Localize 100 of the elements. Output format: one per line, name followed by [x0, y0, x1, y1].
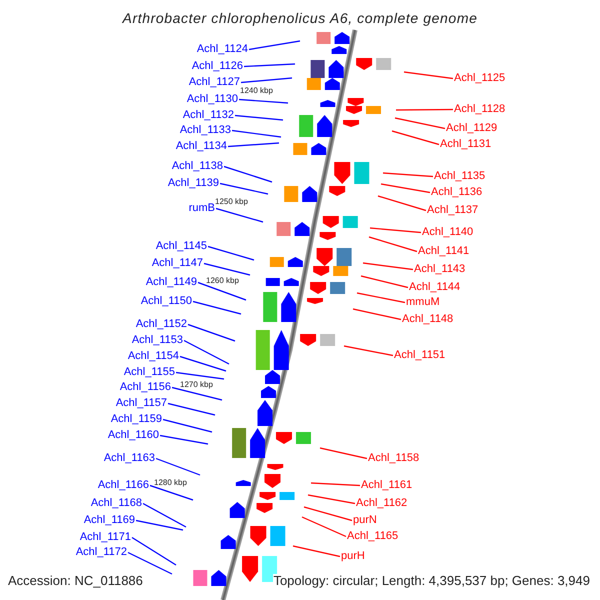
- leader-line: [192, 300, 242, 315]
- leader-line: [132, 537, 176, 566]
- leader-line: [208, 246, 254, 261]
- leader-line: [382, 172, 434, 178]
- leader-line: [156, 458, 200, 476]
- gene-label: Achl_1165: [347, 530, 398, 543]
- leader-line: [142, 502, 186, 528]
- genome-summary-text: Topology: circular; Length: 4,395,537 bp; Genes: 3,949: [273, 574, 590, 588]
- gene-label: Achl_1133: [180, 124, 231, 137]
- leader-line: [232, 130, 282, 138]
- leader-line: [216, 208, 264, 223]
- leader-line: [356, 292, 406, 304]
- gene-label: Achl_1155: [124, 366, 175, 379]
- leader-line: [238, 98, 288, 104]
- gene-label: Achl_1136: [431, 186, 482, 199]
- gene-label: Achl_1148: [402, 313, 454, 326]
- gene-label: Achl_1150: [140, 295, 192, 308]
- leader-line: [160, 434, 208, 445]
- gene-label: Achl_1154: [128, 350, 179, 363]
- leader-line: [362, 262, 414, 270]
- leader-line: [378, 195, 426, 212]
- leader-line: [360, 275, 408, 288]
- leader-line: [224, 166, 272, 183]
- gene-label: purH: [341, 550, 365, 563]
- leader-line: [244, 63, 296, 68]
- leader-line: [344, 345, 394, 356]
- leader-line: [292, 545, 340, 558]
- gene-label: Achl_1131: [440, 138, 492, 151]
- scale-label: 1260 kbp: [206, 276, 239, 285]
- gene-label: Achl_1125: [454, 72, 506, 85]
- leader-line: [220, 182, 268, 195]
- gene-label: Achl_1163: [104, 452, 155, 465]
- leader-line: [392, 130, 440, 146]
- scale-label: 1280 kbp: [154, 478, 187, 487]
- gene-label: Achl_1134: [176, 140, 227, 153]
- leader-line: [304, 506, 352, 522]
- leader-line: [198, 282, 246, 301]
- leader-line: [394, 117, 446, 130]
- gene-label: Achl_1149: [146, 276, 197, 289]
- gene-label: Achl_1143: [414, 263, 466, 276]
- gene-label: Achl_1166: [98, 479, 149, 492]
- gene-label: Achl_1171: [80, 531, 131, 544]
- leader-line: [150, 484, 194, 501]
- gene-label: Achl_1152: [136, 318, 187, 331]
- gene-label: Achl_1129: [446, 122, 498, 135]
- gene-label: rumB: [188, 202, 215, 215]
- leader-line: [302, 516, 346, 538]
- leader-line: [228, 142, 280, 148]
- leader-line: [128, 552, 172, 575]
- gene-label: Achl_1147: [152, 257, 203, 270]
- gene-label: Achl_1161: [361, 479, 412, 492]
- leader-line: [180, 356, 226, 372]
- gene-label: Achl_1168: [90, 497, 142, 510]
- gene-label: Achl_1144: [409, 281, 460, 294]
- leader-line: [310, 482, 360, 486]
- gene-label: Achl_1132: [182, 109, 234, 122]
- gene-label: Achl_1145: [156, 240, 207, 253]
- leader-line: [176, 372, 224, 380]
- leader-line: [396, 108, 453, 111]
- scale-label: 1240 kbp: [240, 86, 273, 95]
- gene-label: Achl_1135: [434, 170, 486, 183]
- gene-label: Achl_1156: [120, 381, 171, 394]
- leader-line: [240, 77, 292, 84]
- gene-label: Achl_1140: [422, 226, 474, 239]
- gene-label: Achl_1153: [132, 334, 183, 347]
- accession-text: Accession: NC_011886: [8, 574, 143, 588]
- gene-label: Achl_1127: [188, 76, 240, 89]
- gene-label: Achl_1160: [108, 429, 159, 442]
- leader-line: [404, 71, 454, 80]
- gene-label: Achl_1137: [427, 204, 478, 217]
- gene-label: Achl_1138: [172, 160, 223, 173]
- gene-label: Achl_1141: [418, 245, 470, 258]
- leader-line: [234, 114, 284, 121]
- leader-line: [248, 40, 300, 50]
- leader-line: [188, 324, 236, 342]
- gene-label: Achl_1128: [454, 103, 506, 116]
- gene-label: mmuM: [406, 296, 440, 309]
- gene-label: Achl_1158: [368, 452, 420, 465]
- leader-line: [204, 262, 250, 276]
- gene-label: Achl_1130: [186, 93, 238, 106]
- leader-line: [368, 236, 418, 252]
- scale-label: 1270 kbp: [180, 380, 213, 388]
- leader-line: [308, 494, 356, 504]
- gene-label: Achl_1159: [110, 413, 162, 426]
- gene-label: Achl_1169: [84, 514, 135, 527]
- leader-line: [352, 308, 402, 320]
- gene-label: Achl_1151: [394, 349, 446, 362]
- leader-line: [370, 227, 422, 234]
- gene-label: Achl_1157: [116, 397, 167, 410]
- leader-line: [162, 418, 212, 433]
- gene-label: Achl_1139: [168, 177, 219, 190]
- leader-line: [172, 386, 222, 401]
- gene-label: Achl_1172: [76, 546, 127, 559]
- gene-label: purN: [353, 514, 377, 527]
- gene-label: Achl_1124: [196, 43, 248, 56]
- title: Arthrobacter chlorophenolicus A6, complete genome: [121, 10, 478, 27]
- leader-line: [136, 520, 184, 531]
- leader-line: [184, 340, 230, 365]
- leader-line: [168, 402, 216, 416]
- leader-line: [320, 447, 368, 460]
